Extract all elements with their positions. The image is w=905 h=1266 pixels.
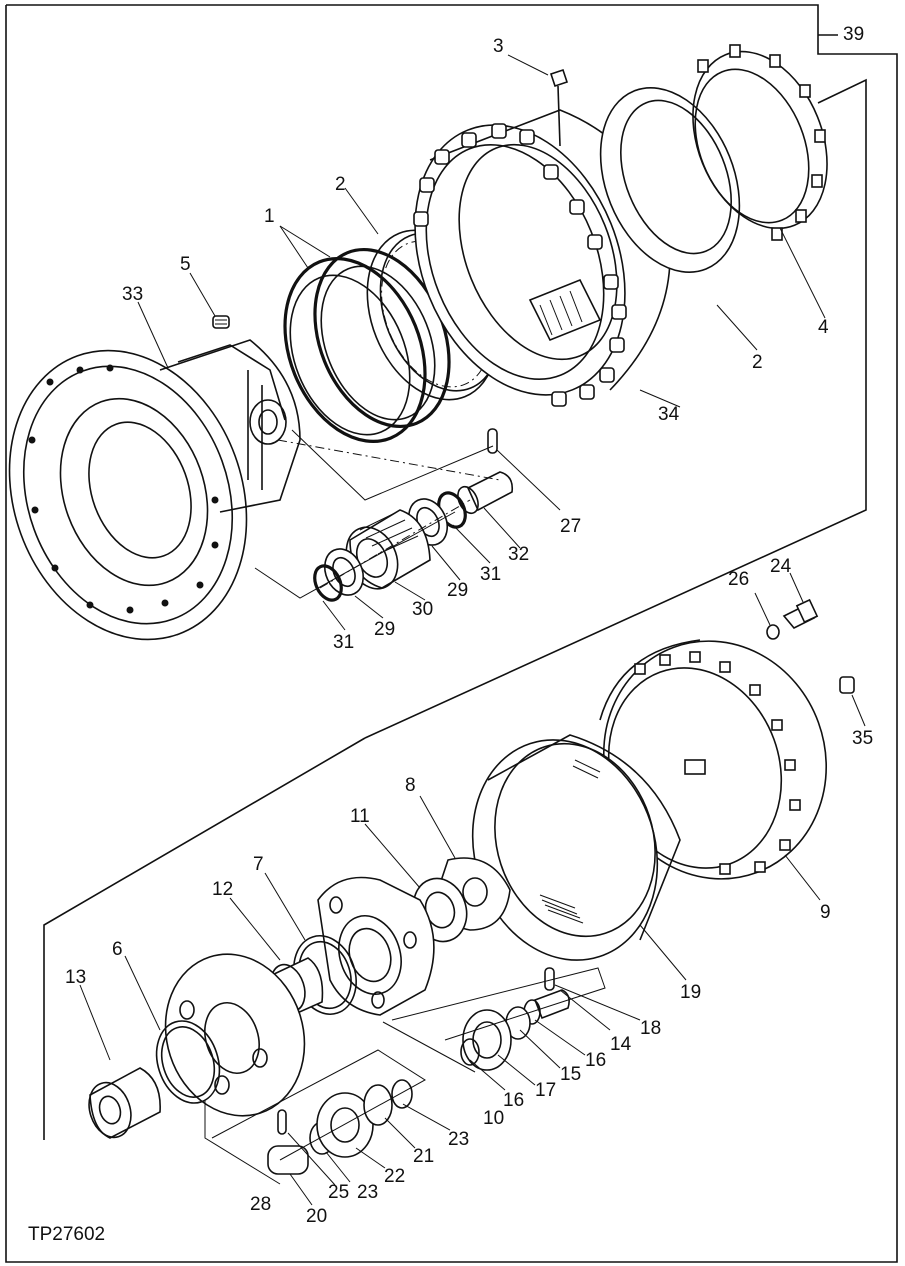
part-2-right-ring [599, 87, 741, 273]
part-13-input-gear [88, 1067, 161, 1139]
callout-9: 9 [820, 902, 831, 923]
part-16-washer-left [460, 1038, 480, 1066]
part-22-gear [316, 1092, 374, 1158]
callout-5: 5 [180, 254, 191, 275]
border-frame [5, 4, 898, 1263]
part-23-ring-right [391, 1079, 413, 1109]
part-34-hub [413, 109, 671, 407]
part-5-plug [212, 315, 230, 329]
callout-10: 10 [483, 1108, 504, 1129]
part-24-screw [782, 598, 819, 629]
part-14-shaft [533, 989, 570, 1020]
callout-35: 35 [852, 728, 873, 749]
callout-2b: 2 [752, 352, 763, 373]
lower-alignment-lines [204, 967, 606, 1185]
callout-18: 18 [640, 1018, 661, 1039]
callout-4: 4 [818, 317, 829, 338]
upper-group-outline [364, 78, 867, 739]
callout-33: 33 [122, 284, 143, 305]
callout-28: 28 [250, 1194, 271, 1215]
part-28-carrier-plate [164, 953, 306, 1117]
callout-21: 21 [413, 1146, 434, 1167]
part-21-bearing [363, 1084, 393, 1126]
part-35-plug [839, 676, 855, 694]
part-1-seal-rings [283, 247, 451, 443]
callout-13: 13 [65, 967, 86, 988]
part-33-housing [8, 339, 301, 641]
callout-27: 27 [560, 516, 581, 537]
callout-7: 7 [253, 854, 264, 875]
part-10-carrier [317, 876, 435, 1016]
callout-labels: 39 3 2 1 5 33 4 2 34 27 32 31 29 30 29 3… [28, 24, 873, 1245]
callout-29a: 29 [447, 580, 468, 601]
callout-1: 1 [264, 206, 275, 227]
callout-25: 25 [328, 1182, 349, 1203]
callout-2a: 2 [335, 174, 346, 195]
callout-29b: 29 [374, 619, 395, 640]
callout-24: 24 [770, 556, 792, 577]
part-4-nut [692, 44, 828, 241]
callout-15: 15 [560, 1064, 581, 1085]
callout-16a: 16 [503, 1090, 524, 1111]
part-6-ring [155, 1020, 221, 1104]
callout-34: 34 [658, 404, 680, 425]
callout-20: 20 [306, 1206, 327, 1227]
figure-code: TP27602 [28, 1224, 105, 1245]
callout-30: 30 [412, 599, 433, 620]
callout-6: 6 [112, 939, 123, 960]
callout-16b: 16 [585, 1050, 606, 1071]
part-20-shaft [267, 1145, 309, 1175]
part-17-gear [462, 1009, 512, 1071]
callout-19: 19 [680, 982, 701, 1003]
callout-32: 32 [508, 544, 529, 565]
callout-14: 14 [610, 1034, 632, 1055]
callout-3: 3 [493, 36, 504, 57]
part-25-pin [277, 1109, 287, 1135]
upper-alignment-lines [254, 429, 501, 599]
callout-31a: 31 [333, 632, 354, 653]
callout-22: 22 [384, 1166, 405, 1187]
callout-12: 12 [212, 879, 233, 900]
callout-23b: 23 [448, 1129, 469, 1150]
part-27-pin [487, 428, 498, 454]
part-9-ring-gear [599, 639, 828, 880]
lower-group-outline [43, 737, 366, 1140]
part-32-shaft [457, 471, 514, 515]
leader-lines [79, 54, 866, 1206]
part-30-planet-gear [345, 509, 431, 590]
callout-31b: 31 [480, 564, 501, 585]
callout-17: 17 [535, 1080, 556, 1101]
callout-11: 11 [350, 806, 370, 827]
part-3-bolt [549, 68, 569, 147]
callout-26: 26 [728, 569, 749, 590]
callout-23a: 23 [357, 1182, 378, 1203]
callout-39: 39 [843, 24, 864, 45]
part-26-washer [766, 624, 780, 640]
callout-8: 8 [405, 775, 416, 796]
